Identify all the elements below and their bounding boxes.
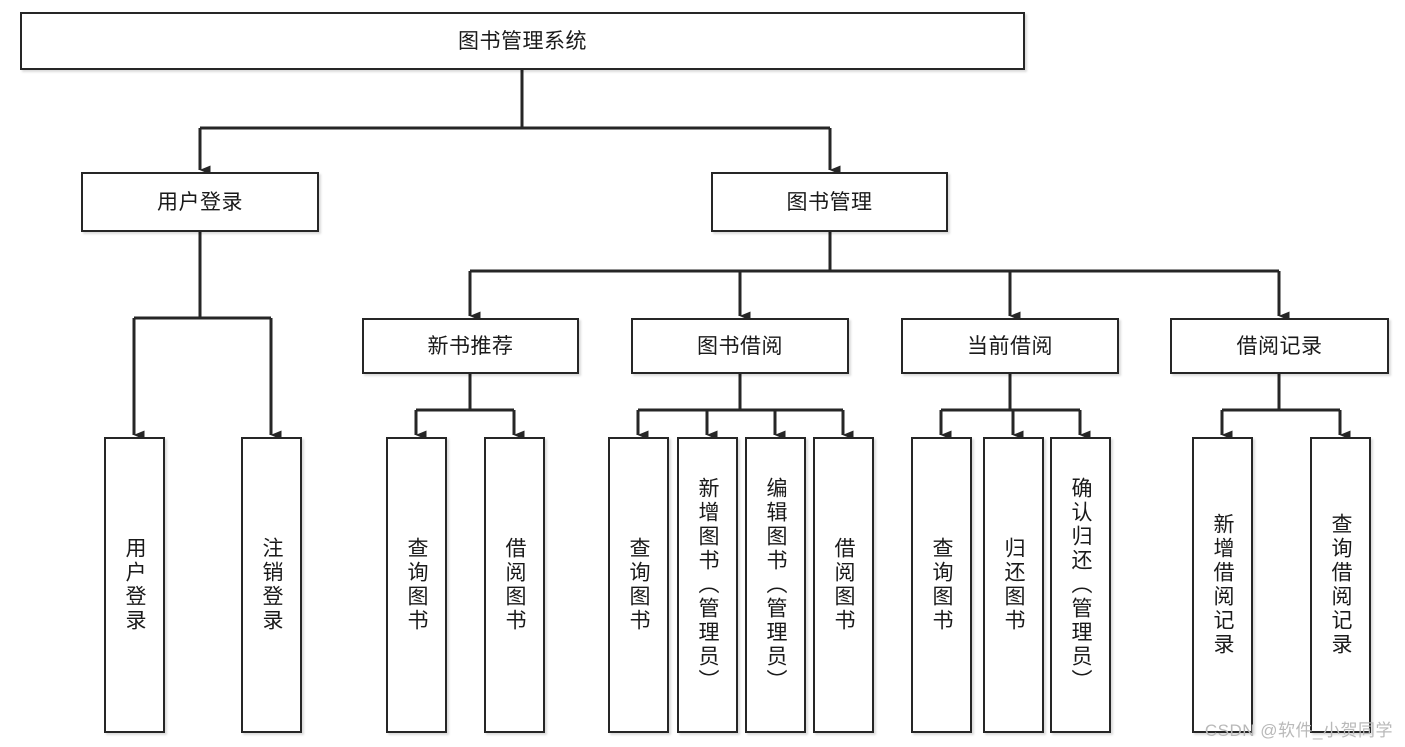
node-leaf-borrow-book-2[interactable]: 借阅图书 [813,437,874,733]
node-leaf-query-book-2-label: 查询图书 [627,537,650,633]
node-leaf-edit-book-admin[interactable]: 编辑图书（管理员） [745,437,806,733]
node-leaf-edit-book-admin-label: 编辑图书（管理员） [764,477,787,693]
node-book-manage[interactable]: 图书管理 [711,172,948,232]
node-leaf-return-book-label: 归还图书 [1002,537,1025,633]
node-leaf-confirm-return-admin-label: 确认归还（管理员） [1069,477,1092,693]
node-leaf-borrow-book-2-label: 借阅图书 [832,537,855,633]
node-leaf-query-book-3-label: 查询图书 [930,537,953,633]
node-leaf-confirm-return-admin[interactable]: 确认归还（管理员） [1050,437,1111,733]
node-leaf-logout-login[interactable]: 注销登录 [241,437,302,733]
node-leaf-add-borrow-record-label: 新增借阅记录 [1211,513,1234,657]
node-leaf-borrow-book-1-label: 借阅图书 [503,537,526,633]
node-leaf-add-borrow-record[interactable]: 新增借阅记录 [1192,437,1253,733]
node-leaf-query-book-1-label: 查询图书 [405,537,428,633]
node-user-login-label: 用户登录 [157,190,243,214]
node-leaf-add-book-admin-label: 新增图书（管理员） [696,477,719,693]
node-book-borrow[interactable]: 图书借阅 [631,318,849,374]
node-root[interactable]: 图书管理系统 [20,12,1025,70]
node-leaf-query-borrow-record-label: 查询借阅记录 [1329,513,1352,657]
node-book-manage-label: 图书管理 [786,190,873,214]
node-current-borrow-label: 当前借阅 [967,334,1053,358]
node-borrow-record-label: 借阅记录 [1236,334,1323,358]
node-user-login[interactable]: 用户登录 [81,172,319,232]
node-current-borrow[interactable]: 当前借阅 [901,318,1119,374]
node-leaf-query-book-3[interactable]: 查询图书 [911,437,972,733]
node-leaf-query-book-2[interactable]: 查询图书 [608,437,669,733]
node-leaf-user-login-label: 用户登录 [123,537,146,633]
node-leaf-add-book-admin[interactable]: 新增图书（管理员） [677,437,738,733]
node-leaf-logout-login-label: 注销登录 [260,537,283,633]
csdn-watermark: CSDN @软件_小贺同学 [1204,721,1393,740]
node-borrow-record[interactable]: 借阅记录 [1170,318,1389,374]
node-new-book-rec[interactable]: 新书推荐 [362,318,579,374]
node-leaf-borrow-book-1[interactable]: 借阅图书 [484,437,545,733]
node-root-label: 图书管理系统 [458,29,587,53]
node-new-book-rec-label: 新书推荐 [427,334,514,358]
node-leaf-query-book-1[interactable]: 查询图书 [386,437,447,733]
node-leaf-return-book[interactable]: 归还图书 [983,437,1044,733]
node-book-borrow-label: 图书借阅 [697,334,783,358]
node-leaf-user-login[interactable]: 用户登录 [104,437,165,733]
node-leaf-query-borrow-record[interactable]: 查询借阅记录 [1310,437,1371,733]
